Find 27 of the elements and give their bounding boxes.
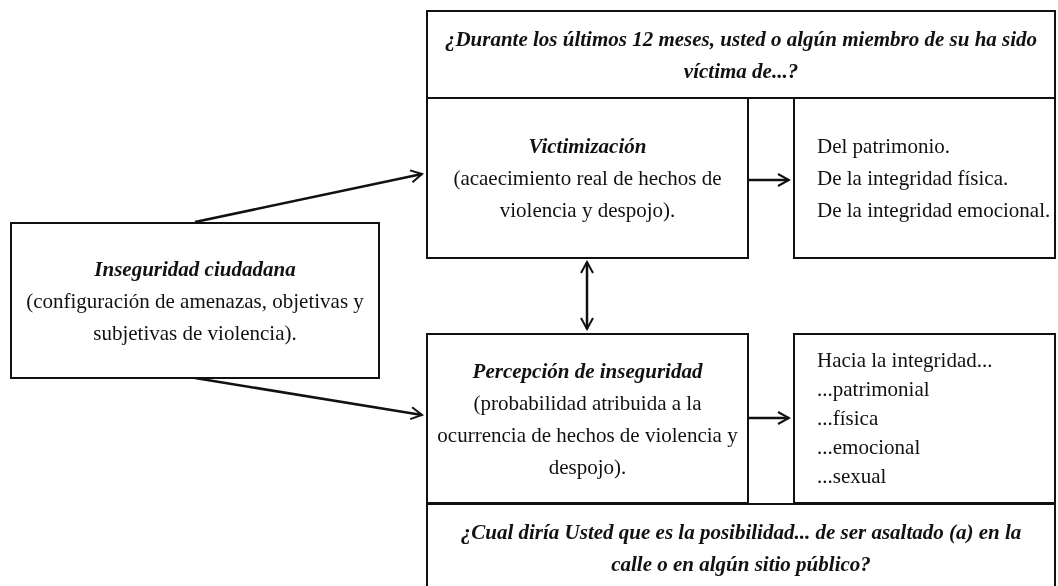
concept-box xyxy=(426,97,749,259)
question-box xyxy=(426,503,1056,586)
list-item: De la integridad emocional. xyxy=(817,197,1052,224)
list-item: Hacia la integridad... xyxy=(817,347,994,374)
question-box xyxy=(426,10,1056,99)
box-heading: Percepción de inseguridad xyxy=(472,357,703,385)
list-item: ...sexual xyxy=(817,463,888,490)
question-text: ¿Durante los últimos 12 meses, usted o algún miembro de su ha sido víctima de...? xyxy=(443,25,1039,85)
concept-box xyxy=(426,333,749,504)
list-box xyxy=(793,97,1056,259)
question-text: ¿Cual diría Usted que es la posibilidad... de ser asaltado (a) en la calle o en algún sitio público? xyxy=(459,519,1023,578)
box-description: (configuración de amenazas, objetivas y subjetivas de violencia). xyxy=(25,287,365,347)
box-heading: Inseguridad ciudadana xyxy=(94,255,296,283)
box-description: (acaecimiento real de hechos de violencia y despojo). xyxy=(452,165,723,224)
list-item: De la integridad física. xyxy=(817,165,1010,192)
list-item: Del patrimonio. xyxy=(817,133,951,160)
arrow xyxy=(749,173,790,187)
list-item: ...física xyxy=(817,405,880,432)
list-item: ...emocional xyxy=(817,434,922,461)
list-box xyxy=(793,333,1056,504)
concept-box xyxy=(10,222,380,379)
box-description: (probabilidad atribuida a la ocurrencia de hechos de violencia y despojo). xyxy=(436,389,739,481)
list-item: ...patrimonial xyxy=(817,376,931,403)
arrow xyxy=(749,411,790,425)
arrow xyxy=(194,169,423,224)
box-heading: Victimización xyxy=(528,133,647,160)
arrow xyxy=(580,261,594,330)
